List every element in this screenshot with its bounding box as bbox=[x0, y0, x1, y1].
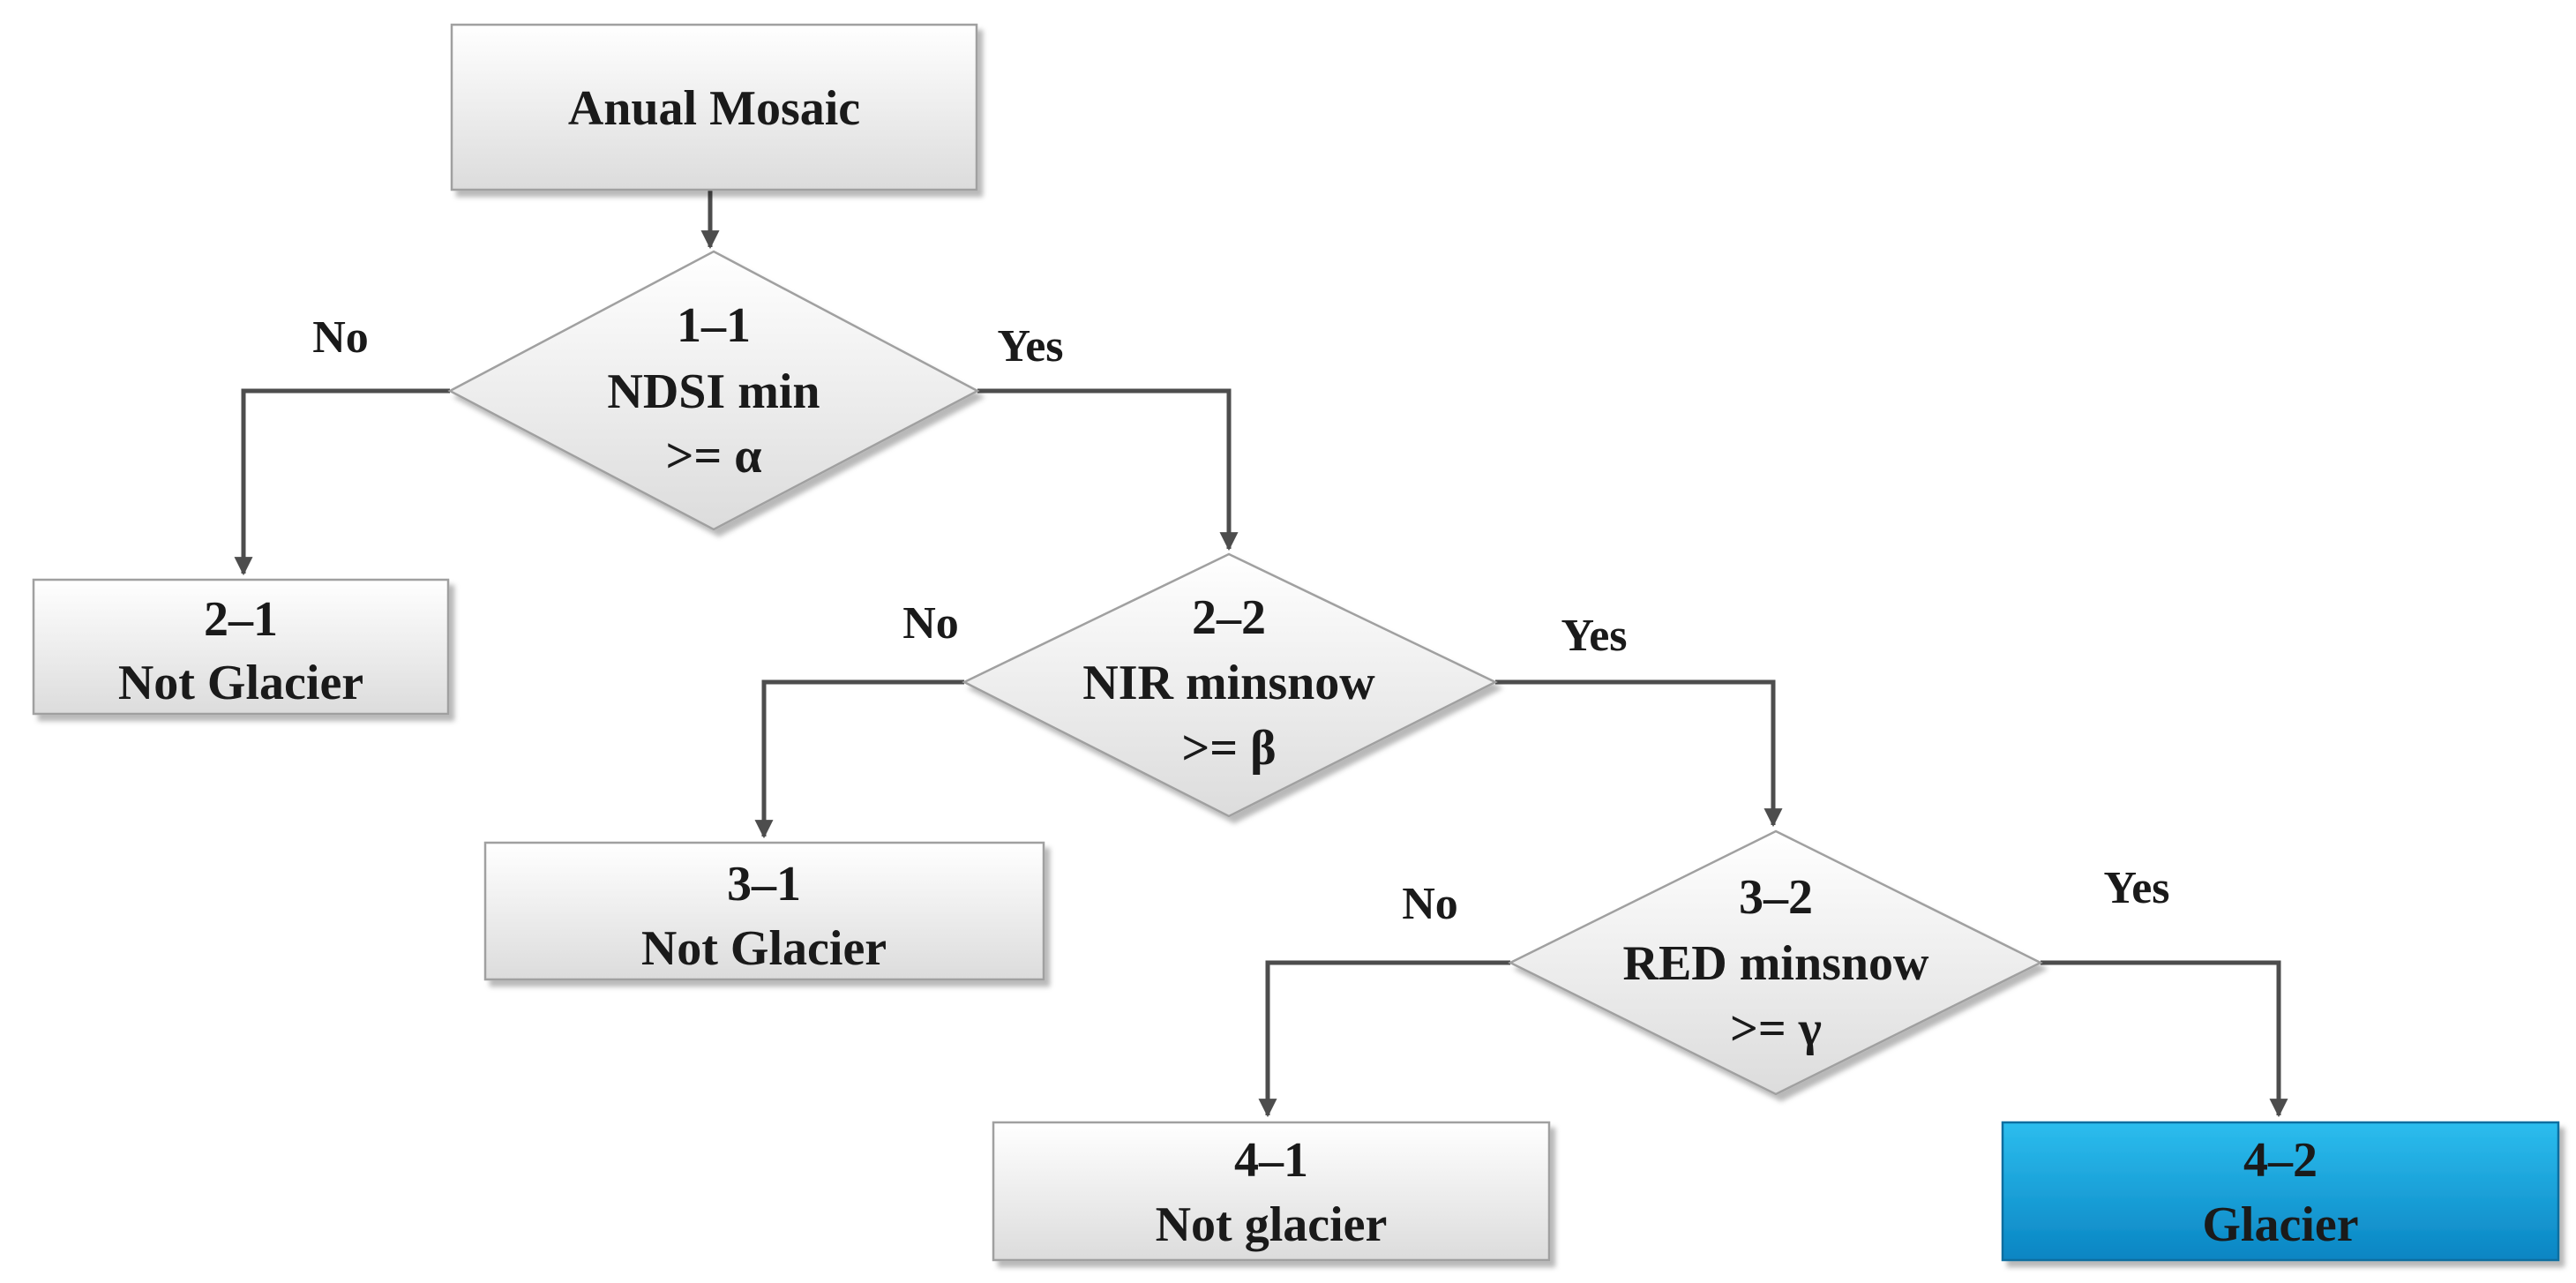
edges bbox=[234, 190, 2288, 1118]
decision-3-2-yes-label: Yes bbox=[2103, 863, 2169, 913]
decision-3-2-threshold: >= γ bbox=[1730, 1002, 1822, 1056]
edge-1-1-no bbox=[234, 388, 450, 576]
decision-1-1: 1–1 NDSI min >= α bbox=[447, 250, 980, 531]
edge-1-1-yes bbox=[977, 388, 1239, 551]
decision-1-1-threshold: >= α bbox=[665, 429, 761, 484]
decision-2-2-no-label: No bbox=[902, 598, 959, 649]
result-2-1-label: Not Glacier bbox=[118, 656, 363, 710]
result-4-1-label: Not glacier bbox=[1156, 1197, 1388, 1252]
result-2-1-id: 2–1 bbox=[204, 592, 278, 647]
edge-2-2-yes bbox=[1495, 679, 1783, 828]
start-node: Anual Mosaic bbox=[450, 23, 978, 191]
decision-3-2-criterion: RED minsnow bbox=[1623, 936, 1930, 991]
decision-2-2-criterion: NIR minsnow bbox=[1082, 656, 1375, 710]
result-4-2-label: Glacier bbox=[2202, 1197, 2358, 1252]
decision-2-2-threshold: >= β bbox=[1181, 721, 1276, 776]
decision-1-1-criterion: NDSI min bbox=[607, 364, 820, 419]
result-3-1-id: 3–1 bbox=[727, 857, 801, 912]
result-4-2: 4–2 Glacier bbox=[2001, 1121, 2560, 1262]
decision-2-2-id: 2–2 bbox=[1192, 590, 1266, 645]
decision-1-1-yes-label: Yes bbox=[997, 321, 1063, 371]
start-node-label: Anual Mosaic bbox=[568, 81, 860, 136]
result-3-1: 3–1 Not Glacier bbox=[483, 841, 1045, 981]
result-4-2-id: 4–2 bbox=[2243, 1133, 2318, 1188]
edge-2-2-no bbox=[754, 679, 964, 839]
decision-3-2-id: 3–2 bbox=[1739, 870, 1813, 925]
decision-1-1-no-label: No bbox=[312, 312, 369, 363]
decision-3-2: 3–2 RED minsnow >= γ bbox=[1508, 829, 2043, 1096]
edge-3-2-yes bbox=[2041, 960, 2288, 1118]
edge-3-2-no bbox=[1258, 960, 1510, 1118]
decision-2-2: 2–2 NIR minsnow >= β bbox=[962, 552, 1498, 818]
decision-2-2-yes-label: Yes bbox=[1561, 611, 1627, 661]
result-2-1: 2–1 Not Glacier bbox=[32, 578, 450, 716]
result-3-1-label: Not Glacier bbox=[641, 921, 887, 976]
result-4-1: 4–1 Not glacier bbox=[992, 1121, 1551, 1262]
decision-3-2-no-label: No bbox=[1402, 879, 1458, 929]
result-4-1-id: 4–1 bbox=[1234, 1133, 1308, 1188]
decision-1-1-id: 1–1 bbox=[677, 298, 751, 353]
